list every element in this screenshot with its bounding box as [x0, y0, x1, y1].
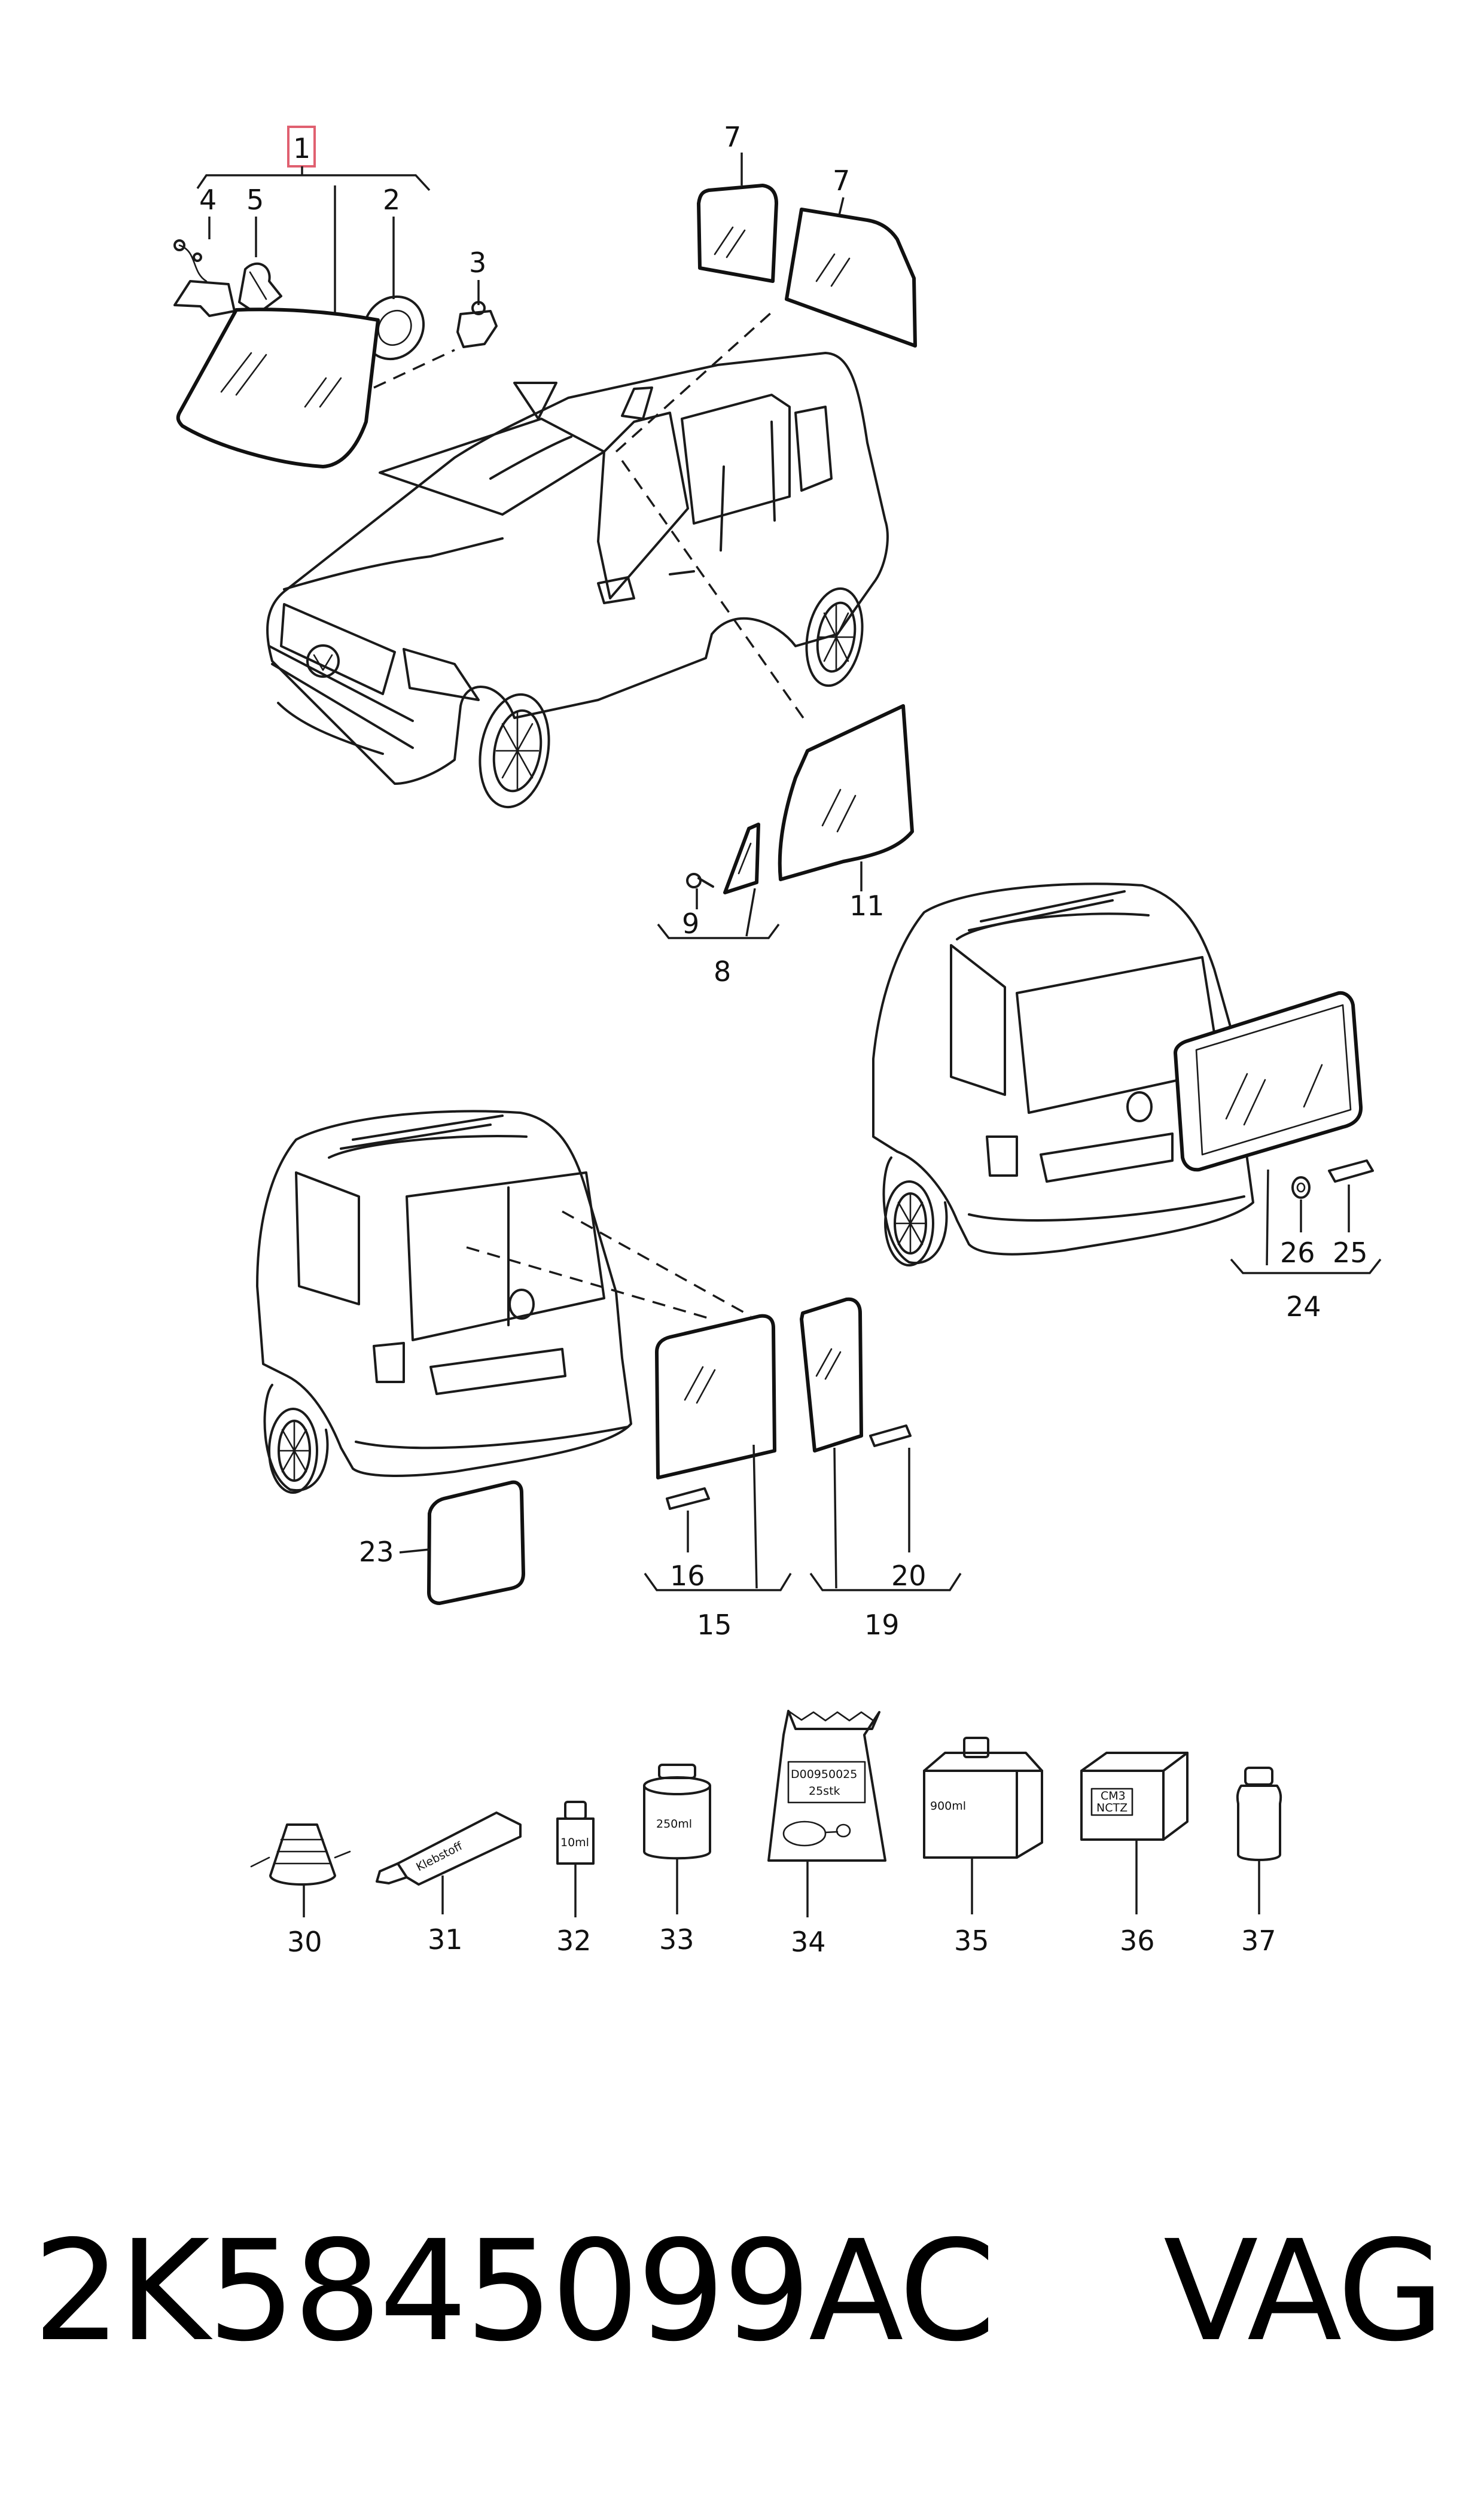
callout-33[interactable]: 33 — [659, 1923, 694, 1956]
callout-26[interactable]: 26 — [1280, 1237, 1315, 1269]
primer-can-part-33[interactable]: 250ml — [643, 1764, 711, 1860]
callout-19[interactable]: 19 — [864, 1609, 900, 1641]
callout-8[interactable]: 8 — [714, 955, 731, 988]
rain-sensor-part-4[interactable] — [173, 239, 236, 317]
windscreen-group: 1 4 5 2 3 — [173, 126, 498, 468]
tube-label: Klebstoff — [414, 1840, 465, 1874]
callout-3[interactable]: 3 — [469, 246, 486, 279]
rear-window-group-24: 26 25 24 — [1174, 991, 1382, 1323]
consumables-row: 30 Klebstoff 31 10ml 32 250ml 33 — [250, 1710, 1282, 1958]
callout-9[interactable]: 9 — [682, 908, 699, 940]
box-label: 900ml — [930, 1800, 966, 1813]
part-number: 2K5845099AC — [33, 2211, 996, 2372]
wing-door-glass-group: 16 15 20 19 23 — [359, 1297, 962, 1641]
front-door-glass-part-11[interactable] — [778, 704, 914, 881]
callout-31[interactable]: 31 — [428, 1923, 463, 1956]
cube-label-line1: CM3 — [1101, 1789, 1126, 1803]
cleaner-box-part-35[interactable]: 900ml — [923, 1737, 1043, 1859]
callout-32[interactable]: 32 — [556, 1925, 592, 1957]
callout-2[interactable]: 2 — [383, 184, 400, 216]
callout-1[interactable]: 1 — [293, 132, 310, 165]
spacer-part-16[interactable] — [666, 1487, 710, 1510]
callout-16[interactable]: 16 — [670, 1560, 705, 1592]
quarter-glass-part-7a[interactable] — [697, 184, 778, 283]
vw-logo-rear-1 — [1126, 1091, 1153, 1122]
van-front-view — [266, 311, 889, 809]
callout-35[interactable]: 35 — [954, 1925, 989, 1957]
callout-7b[interactable]: 7 — [833, 165, 850, 197]
clip-bag-part-34[interactable]: D00950025 25stk — [767, 1710, 886, 1862]
cube-label-line2: NCTZ — [1096, 1801, 1128, 1814]
sliding-door-glass-part-7b[interactable] — [785, 208, 917, 348]
callout-36[interactable]: 36 — [1120, 1925, 1155, 1957]
callout-24[interactable]: 24 — [1286, 1290, 1321, 1323]
side-window-glass-part-23[interactable] — [427, 1480, 525, 1605]
callout-4[interactable]: 4 — [199, 184, 217, 216]
bag-label-line1: D00950025 — [791, 1768, 857, 1781]
quarter-light-part-8[interactable] — [723, 823, 760, 894]
callout-34[interactable]: 34 — [791, 1926, 826, 1958]
front-door-glass-group: 11 9 8 — [657, 704, 914, 988]
adhesive-tube-part-31[interactable]: Klebstoff — [376, 1811, 522, 1886]
callout-5[interactable]: 5 — [246, 184, 264, 216]
can-label: 250ml — [656, 1817, 692, 1831]
rubber-cone-part-30[interactable] — [250, 1823, 351, 1886]
callout-11[interactable]: 11 — [849, 890, 885, 922]
rear-door-glass-group-7: 7 7 — [697, 121, 917, 348]
spacer-part-20[interactable] — [869, 1424, 912, 1447]
clip-part-26[interactable] — [1291, 1176, 1311, 1199]
brand-name: VAG — [1163, 2211, 1445, 2372]
connector-part-3[interactable] — [456, 301, 498, 348]
left-wing-glass-part-15[interactable] — [655, 1314, 776, 1479]
vial-label: 10ml — [560, 1836, 589, 1849]
clip-part-9[interactable] — [686, 873, 714, 888]
applicator-cube-part-36[interactable]: CM3 NCTZ — [1080, 1752, 1189, 1841]
callout-20[interactable]: 20 — [891, 1560, 927, 1592]
bracket-part-5[interactable] — [238, 262, 282, 315]
callout-15[interactable]: 15 — [697, 1609, 732, 1641]
callout-37[interactable]: 37 — [1241, 1925, 1276, 1957]
spacer-part-25[interactable] — [1328, 1159, 1374, 1183]
windscreen-glass[interactable] — [176, 307, 380, 468]
vw-logo-front — [306, 644, 340, 678]
callout-7a[interactable]: 7 — [724, 121, 741, 153]
callout-30[interactable]: 30 — [287, 1926, 322, 1958]
callout-25[interactable]: 25 — [1333, 1237, 1368, 1269]
activator-bottle-part-37[interactable] — [1236, 1767, 1282, 1861]
primer-vial-part-32[interactable]: 10ml — [556, 1801, 595, 1865]
bag-label-line2: 25stk — [809, 1785, 840, 1798]
van-rear-view-wing-doors — [256, 1110, 751, 1494]
right-wing-glass-part-19[interactable] — [800, 1297, 863, 1453]
rear-window-glass-part-24[interactable] — [1174, 991, 1363, 1172]
callout-23[interactable]: 23 — [359, 1536, 394, 1568]
vw-logo-rear-2 — [508, 1289, 535, 1320]
